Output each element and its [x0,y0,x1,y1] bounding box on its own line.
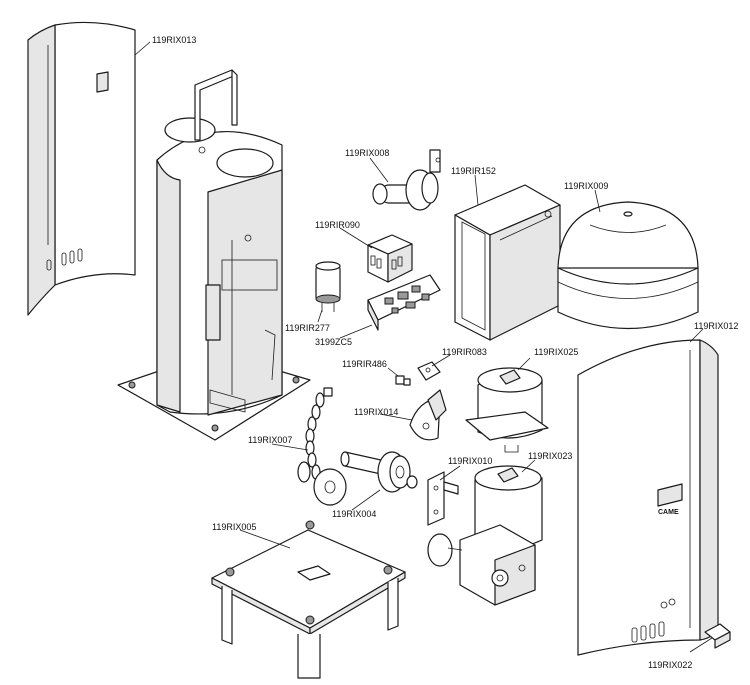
label-119RIX008: 119RIX008 [345,148,389,158]
side-panel-left[interactable] [27,21,136,316]
circuit-board[interactable] [367,274,441,331]
bracket-plate[interactable] [427,471,459,526]
label-119RIR090: 119RIR090 [315,220,360,230]
fastener-clip[interactable] [395,375,411,386]
brand-logo: CAME [658,509,679,516]
leader-lines [134,41,713,653]
label-119RIX007: 119RIX007 [248,435,292,445]
label-3199ZC5: 3199ZC5 [315,337,352,347]
pulley-spool[interactable] [372,149,441,211]
label-119RIX012: 119RIX012 [694,321,738,331]
cam-lever[interactable] [409,389,447,441]
label-119RIX009: 119RIX009 [564,181,608,191]
label-119RIX022: 119RIX022 [648,660,692,670]
label-119RIX010: 119RIX010 [448,456,492,466]
label-119RIX025: 119RIX025 [534,347,578,357]
bollard-cabinet[interactable] [117,69,311,441]
label-119RIX004: 119RIX004 [332,509,376,519]
label-119RIX023: 119RIX023 [528,451,572,461]
gearmotor-lower[interactable] [427,465,543,606]
label-119RIR083: 119RIR083 [442,347,487,357]
capacitor[interactable] [315,261,341,312]
control-box[interactable] [454,184,561,341]
label-119RIX013: 119RIX013 [152,35,196,45]
part-labels: 119RIX013 119RIX008 119RIR152 119RIX009 … [152,35,738,670]
label-119RIR277: 119RIR277 [285,323,330,333]
label-119RIX014: 119RIX014 [354,407,398,417]
chain-pulley[interactable] [297,387,347,506]
transformer[interactable] [367,234,413,283]
base-plate[interactable] [211,520,406,679]
label-119RIR486: 119RIR486 [342,359,387,369]
motor-upper[interactable] [465,367,549,453]
label-119RIX005: 119RIX005 [212,522,256,532]
dome-cap[interactable] [557,201,699,330]
label-119RIR152: 119RIR152 [451,166,496,176]
bracket-small[interactable] [417,361,441,381]
lock-cylinder[interactable] [704,623,731,649]
outer-cover-right[interactable] [577,339,719,656]
gear-shaft[interactable] [340,451,418,493]
